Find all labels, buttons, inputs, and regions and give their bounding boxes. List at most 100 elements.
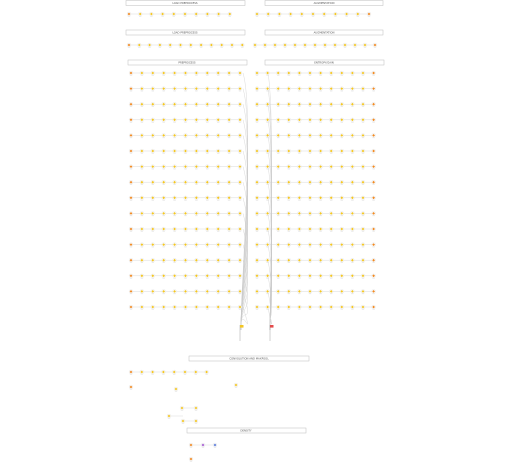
process-node[interactable] xyxy=(318,148,323,154)
process-node[interactable] xyxy=(216,11,221,17)
process-node[interactable] xyxy=(205,273,210,279)
process-node[interactable] xyxy=(286,148,291,154)
process-node[interactable] xyxy=(194,86,199,92)
process-node[interactable] xyxy=(193,369,198,375)
process-node[interactable] xyxy=(194,133,199,139)
process-node[interactable] xyxy=(168,42,173,48)
process-node[interactable] xyxy=(360,86,366,92)
process-node[interactable] xyxy=(139,242,144,248)
process-node[interactable] xyxy=(344,11,349,17)
process-node[interactable] xyxy=(172,117,177,123)
process-node[interactable] xyxy=(172,369,177,375)
process-node[interactable] xyxy=(312,42,318,48)
process-node[interactable] xyxy=(307,133,313,139)
process-node[interactable] xyxy=(194,70,199,76)
process-node[interactable] xyxy=(172,86,177,92)
source-node[interactable] xyxy=(254,242,260,248)
process-node[interactable] xyxy=(194,148,199,154)
process-node[interactable] xyxy=(265,102,270,107)
process-node[interactable] xyxy=(227,289,232,295)
process-node[interactable] xyxy=(371,226,376,232)
source-node[interactable] xyxy=(128,164,134,170)
process-node[interactable] xyxy=(329,289,334,295)
process-node[interactable] xyxy=(194,117,199,123)
process-node[interactable] xyxy=(237,70,243,76)
process-node[interactable] xyxy=(139,180,144,185)
process-node[interactable] xyxy=(265,242,270,248)
process-node[interactable] xyxy=(216,117,221,123)
process-node[interactable] xyxy=(307,195,313,201)
process-node[interactable] xyxy=(237,304,243,310)
process-node[interactable] xyxy=(339,164,344,170)
source-node[interactable] xyxy=(128,70,134,76)
source-node[interactable] xyxy=(128,180,134,185)
process-node[interactable] xyxy=(276,195,281,201)
process-node[interactable] xyxy=(183,273,188,279)
process-node[interactable] xyxy=(333,11,338,17)
source-node[interactable] xyxy=(254,273,260,279)
process-node[interactable] xyxy=(297,117,302,123)
process-node[interactable] xyxy=(193,405,199,411)
source-node[interactable] xyxy=(254,148,260,154)
process-node[interactable] xyxy=(277,11,282,17)
process-node[interactable] xyxy=(182,11,188,17)
process-node[interactable] xyxy=(150,273,155,279)
process-node[interactable] xyxy=(150,117,155,123)
process-node[interactable] xyxy=(194,273,199,279)
process-node[interactable] xyxy=(318,70,323,76)
process-node[interactable] xyxy=(237,242,243,248)
process-node[interactable] xyxy=(286,117,291,123)
process-node[interactable] xyxy=(297,133,302,139)
flag-icon[interactable] xyxy=(239,325,244,341)
process-node[interactable] xyxy=(227,195,232,201)
process-node[interactable] xyxy=(371,273,376,279)
process-node[interactable] xyxy=(204,369,209,375)
process-node[interactable] xyxy=(265,226,270,232)
process-node[interactable] xyxy=(360,148,366,154)
process-node[interactable] xyxy=(139,148,144,154)
process-node[interactable] xyxy=(161,304,166,310)
process-node[interactable] xyxy=(329,258,334,263)
process-node[interactable] xyxy=(286,164,291,170)
process-node[interactable] xyxy=(286,133,291,139)
process-node[interactable] xyxy=(149,11,154,17)
process-node[interactable] xyxy=(360,180,366,185)
process-node[interactable] xyxy=(339,273,344,279)
process-node[interactable] xyxy=(216,258,221,263)
process-node[interactable] xyxy=(194,164,199,170)
source-node[interactable] xyxy=(128,86,134,92)
process-node[interactable] xyxy=(329,195,334,201)
process-node[interactable] xyxy=(216,164,221,170)
process-node[interactable] xyxy=(139,70,144,76)
process-node[interactable] xyxy=(161,195,166,201)
process-node[interactable] xyxy=(180,418,186,424)
source-node[interactable] xyxy=(254,180,260,185)
process-node[interactable] xyxy=(194,258,199,263)
process-node[interactable] xyxy=(205,164,210,170)
process-node[interactable] xyxy=(318,180,323,185)
process-node[interactable] xyxy=(205,195,210,201)
process-node[interactable] xyxy=(150,164,155,170)
process-node[interactable] xyxy=(237,133,243,139)
process-node[interactable] xyxy=(318,102,323,107)
process-node[interactable] xyxy=(237,195,243,201)
process-node[interactable] xyxy=(150,289,155,295)
process-node[interactable] xyxy=(139,86,144,92)
process-node[interactable] xyxy=(161,258,166,263)
process-node[interactable] xyxy=(216,242,221,248)
process-node[interactable] xyxy=(183,86,188,92)
process-node[interactable] xyxy=(138,11,143,17)
process-node[interactable] xyxy=(362,42,368,48)
process-node[interactable] xyxy=(339,180,344,185)
process-node[interactable] xyxy=(318,242,323,248)
process-node[interactable] xyxy=(297,70,302,76)
process-node[interactable] xyxy=(286,195,291,201)
source-node[interactable] xyxy=(254,133,260,139)
process-node[interactable] xyxy=(371,258,376,263)
process-node[interactable] xyxy=(147,42,152,48)
process-node[interactable] xyxy=(286,102,291,107)
process-node[interactable] xyxy=(139,289,144,295)
process-node[interactable] xyxy=(307,226,313,232)
process-node[interactable] xyxy=(194,211,199,217)
process-node[interactable] xyxy=(216,70,221,76)
